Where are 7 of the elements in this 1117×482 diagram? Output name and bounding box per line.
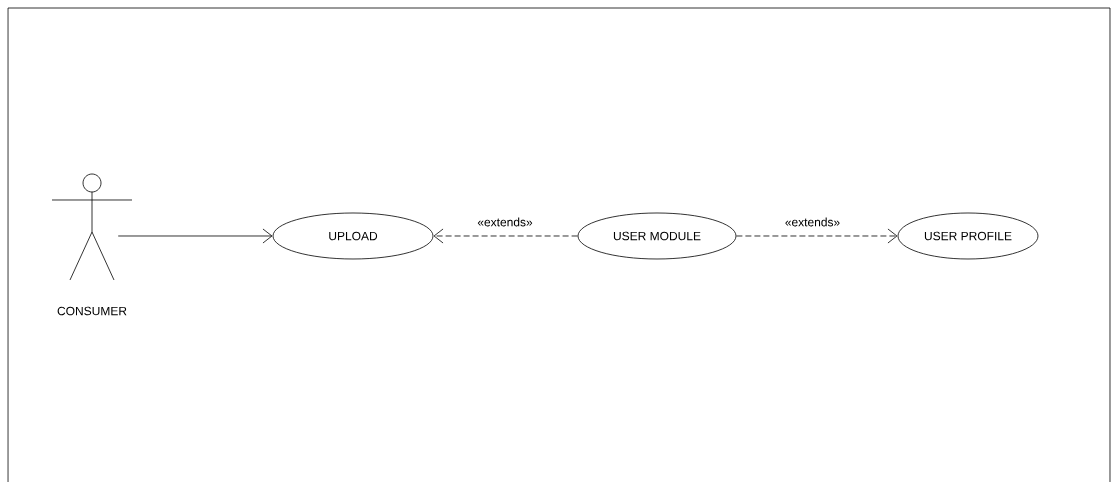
arrow bbox=[433, 228, 578, 244]
actor-figure bbox=[51, 173, 133, 281]
edge-label: «extends» bbox=[476, 216, 534, 228]
arrow bbox=[117, 228, 273, 244]
arrow bbox=[736, 228, 898, 244]
edge-label: «extends» bbox=[783, 216, 842, 228]
actor-label: CONSUMER bbox=[57, 306, 127, 316]
